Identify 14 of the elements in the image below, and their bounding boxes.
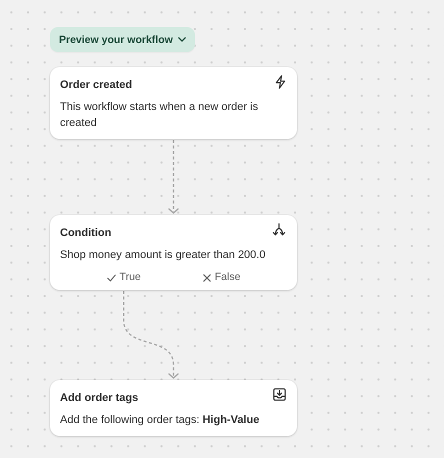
connector-arrow [123, 291, 179, 379]
preview-button: Preview your workflow [50, 27, 195, 52]
branch-label: True [120, 271, 141, 290]
action-card [50, 380, 297, 436]
card-description: This workflow starts when a new order is created [60, 100, 260, 131]
card-title: Add order tags [60, 391, 138, 405]
card-description: Add the following order tags: High-Value [60, 413, 260, 428]
card-description: Shop money amount is greater than 200.0 [60, 248, 266, 263]
card-title: Condition [60, 226, 112, 240]
trigger-card [50, 67, 297, 139]
connector-arrow [168, 140, 179, 214]
card-title: Order created [60, 78, 132, 92]
condition-card [50, 215, 297, 290]
branch-label: False [214, 271, 240, 290]
